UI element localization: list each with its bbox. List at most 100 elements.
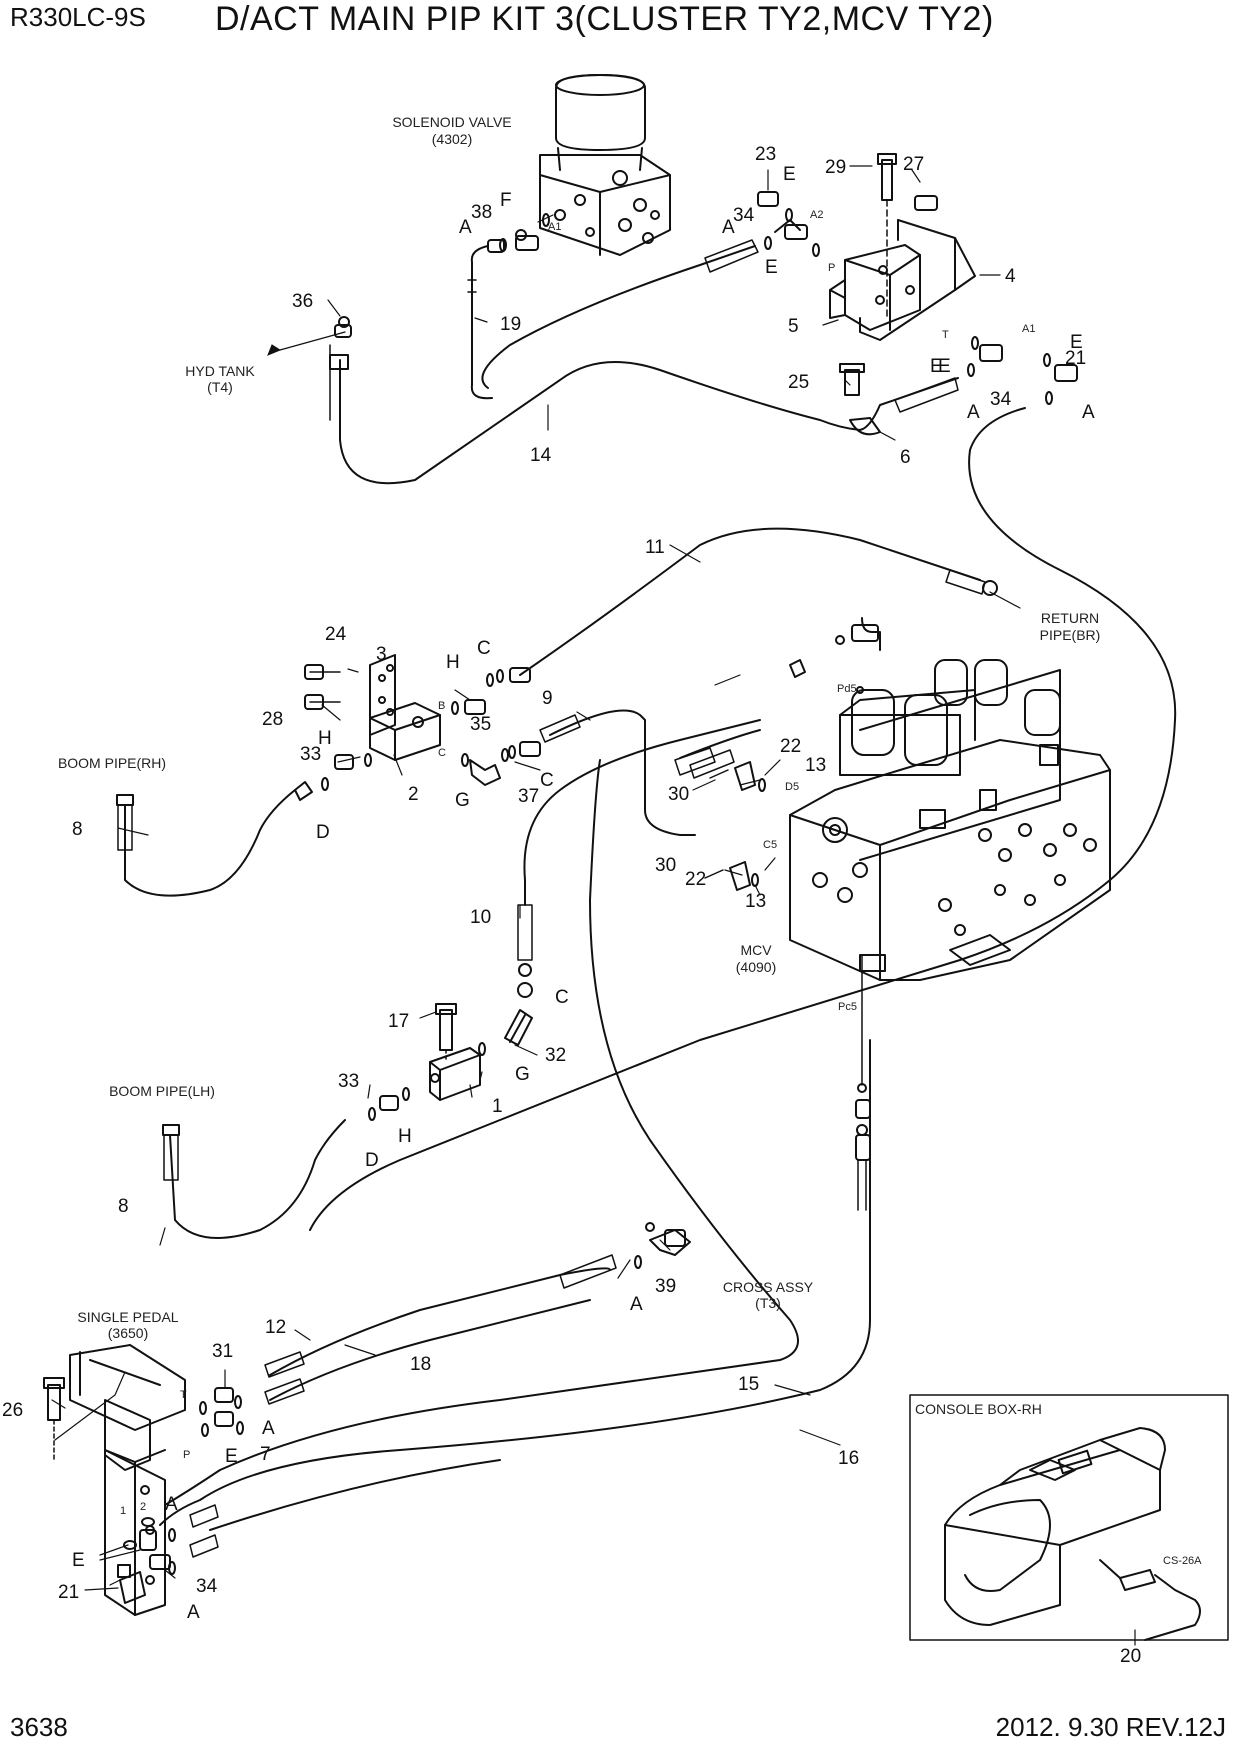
hose-8-lower — [169, 1119, 346, 1239]
block-1 — [429, 1003, 481, 1101]
part-number: 1 — [492, 1096, 503, 1117]
seal-letter: D — [365, 1150, 379, 1171]
part-number: 19 — [500, 314, 521, 335]
seal-letter: H — [318, 728, 332, 749]
valve-block — [829, 153, 976, 341]
hose-connect-upper — [481, 245, 756, 389]
part-number: 5 — [788, 316, 799, 337]
part-number: 34 — [990, 389, 1012, 410]
part-number: 25 — [788, 372, 809, 393]
part-number: 22 — [780, 736, 801, 757]
seal-letter: E — [765, 257, 778, 278]
part-number: 34 — [196, 1576, 218, 1597]
return-pipe-label-2: PIPE(BR) — [1040, 627, 1101, 643]
port-label: A1 — [548, 221, 561, 233]
hose-6 — [859, 377, 959, 431]
port-label: C5 — [763, 839, 777, 851]
solenoid-valve-label: SOLENOID VALVE — [392, 114, 511, 130]
seal-letter: A — [722, 217, 735, 238]
part-number: 4 — [1005, 266, 1016, 287]
seal-letter: G — [515, 1064, 530, 1085]
port-label: P — [183, 1449, 190, 1461]
part-number: 2 — [408, 784, 419, 805]
page-number: 3638 — [10, 1712, 68, 1742]
page-title: D/ACT MAIN PIP KIT 3(CLUSTER TY2,MCV TY2… — [215, 0, 994, 38]
part-number: 35 — [470, 714, 491, 735]
seal-letter: E — [930, 356, 943, 377]
seal-letter: D — [316, 822, 330, 843]
part-number: 14 — [530, 445, 552, 466]
mcv-label: MCV — [740, 942, 772, 958]
part-number: 33 — [338, 1071, 359, 1092]
pipe-11 — [519, 527, 981, 676]
port-label: CS-26A — [1163, 1555, 1202, 1567]
fittings-upper — [329, 191, 1078, 396]
single-pedal — [43, 1344, 186, 1616]
part-number: 27 — [903, 154, 924, 175]
part-number: 31 — [212, 1341, 233, 1362]
part-number: 8 — [72, 819, 83, 840]
revision-date: 2012. 9.30 REV.12J — [995, 1712, 1226, 1742]
seal-letter: H — [398, 1126, 412, 1147]
port-label: D5 — [785, 781, 799, 793]
part-number: 26 — [2, 1400, 23, 1421]
seal-letter: A — [630, 1294, 643, 1315]
seal-letters: A A A A A A A A C C C D D E E E E E E E … — [72, 164, 1095, 1623]
part-number: 28 — [262, 709, 283, 730]
block-2 — [304, 654, 441, 761]
part-number: 17 — [388, 1011, 409, 1032]
hose-18 — [269, 1299, 591, 1401]
part-number: 23 — [755, 144, 776, 165]
pipe-14 — [339, 359, 861, 485]
cross-assy-label: CROSS ASSY — [723, 1279, 814, 1295]
seal-letter: E — [1070, 332, 1083, 353]
part-number: 29 — [825, 157, 846, 178]
port-label: A2 — [810, 209, 823, 221]
part-number: 18 — [410, 1354, 431, 1375]
hose-12 — [269, 1267, 611, 1376]
solenoid-valve — [539, 74, 671, 256]
seal-letter: A — [262, 1418, 275, 1439]
part-number: 21 — [58, 1582, 79, 1603]
part-number: 24 — [325, 624, 347, 645]
cross-assy-code: (T3) — [755, 1295, 781, 1311]
pipe-15 — [164, 759, 799, 1506]
seal-letter: H — [446, 652, 460, 673]
o-rings-upper — [499, 208, 1053, 405]
port-label: B — [438, 700, 445, 712]
callout-labels: SOLENOID VALVE (4302) HYD TANK (T4) RETU… — [58, 114, 1100, 1417]
seal-letter: E — [72, 1550, 85, 1571]
seal-letter: E — [783, 164, 796, 185]
part-number: 8 — [118, 1196, 129, 1217]
pipe-9 — [549, 709, 696, 836]
port-label: Pc5 — [838, 1001, 857, 1013]
part-number: 30 — [668, 784, 689, 805]
seal-letter: C — [477, 638, 491, 659]
port-label: T — [942, 329, 949, 341]
part-number: 39 — [655, 1276, 676, 1297]
solenoid-valve-code: (4302) — [432, 131, 472, 147]
port-label: Pd5 — [837, 683, 857, 695]
single-pedal-label: SINGLE PEDAL — [77, 1309, 178, 1325]
mcv-code: (4090) — [736, 959, 776, 975]
part-number: 34 — [733, 205, 755, 226]
seal-letter: F — [500, 190, 512, 211]
part-number: 9 — [542, 688, 553, 709]
port-label: P — [828, 262, 835, 274]
seal-letter: E — [225, 1446, 238, 1467]
pipe-right-loop — [309, 407, 1177, 1231]
pipe-16 — [159, 1039, 871, 1526]
part-number: 32 — [545, 1045, 566, 1066]
part-number: 36 — [292, 291, 313, 312]
part-number: 20 — [1120, 1646, 1141, 1667]
leader-lines — [51, 165, 1136, 1646]
hose-19 — [470, 245, 493, 400]
hyd-tank-label: HYD TANK — [185, 363, 255, 379]
part-numbers: 1 2 3 4 5 6 7 8 8 9 10 11 12 13 13 14 15… — [2, 144, 1141, 1667]
port-labels: A1 A2 P T A1 B C Pd5 D5 C5 Pc5 T P 1 2 C… — [120, 209, 1202, 1567]
part-number: 38 — [471, 202, 492, 223]
part-number: 12 — [265, 1317, 286, 1338]
seal-letter: A — [1082, 402, 1095, 423]
single-pedal-code: (3650) — [108, 1325, 148, 1341]
